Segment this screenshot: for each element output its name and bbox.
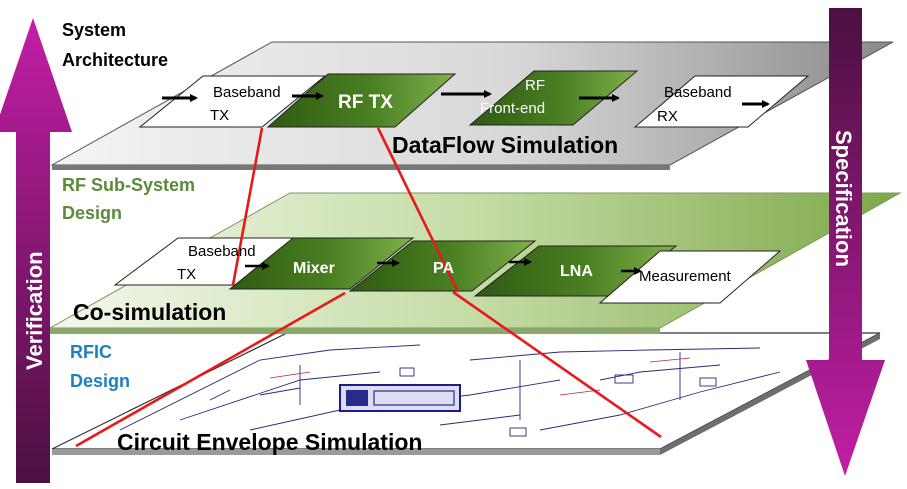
top-rf-frontend-line2: Front-end (480, 100, 545, 117)
top-block-rf-frontend (468, 70, 639, 126)
mid-block-pa (348, 240, 537, 292)
system-plane-title: DataFlow Simulation (392, 132, 618, 158)
mid-mixer-label: Mixer (293, 260, 335, 277)
mid-block-mixer (228, 237, 415, 290)
top-baseband-tx-line2: TX (210, 107, 229, 124)
mid-baseband-tx-line1: Baseband (188, 243, 256, 260)
zoom-line-mid-left (75, 291, 346, 448)
top-rf-frontend-line1: RF (525, 77, 545, 94)
zoom-line-mid-right (452, 290, 662, 439)
specification-label: Specification (831, 130, 856, 267)
top-rf-tx-label: RF TX (338, 92, 393, 113)
rfic-plane-title: Circuit Envelope Simulation (117, 429, 422, 455)
top-block-baseband-rx (633, 75, 810, 128)
verification-arrow (0, 18, 72, 483)
mid-pa-label: PA (433, 260, 454, 277)
system-label-line1: System (62, 20, 126, 40)
system-label-line2: Architecture (62, 50, 168, 70)
rf-subsystem-label-line2: Design (62, 203, 122, 223)
mid-lna-label: LNA (560, 263, 593, 280)
rfic-label-line2: Design (70, 371, 130, 391)
zoom-line-top-left (231, 127, 264, 286)
mid-measurement-label: Measurement (639, 268, 732, 285)
zoom-line-top-right (376, 127, 460, 293)
top-baseband-tx-line1: Baseband (213, 84, 281, 101)
schematic-drawing (119, 344, 781, 437)
top-block-rf-tx (266, 73, 457, 128)
rf-subsystem-label-line1: RF Sub-System (62, 175, 195, 195)
verification-label: Verification (22, 251, 47, 370)
rf-subsystem-plane-title: Co-simulation (73, 299, 226, 325)
top-baseband-rx-line2: RX (657, 108, 678, 125)
system-plane (50, 41, 894, 170)
top-baseband-rx-line1: Baseband (664, 84, 732, 101)
chip-logo (339, 384, 461, 412)
rfic-label-line1: RFIC (70, 342, 112, 362)
specification-arrow (806, 8, 885, 476)
mid-baseband-tx-line2: TX (177, 266, 196, 283)
